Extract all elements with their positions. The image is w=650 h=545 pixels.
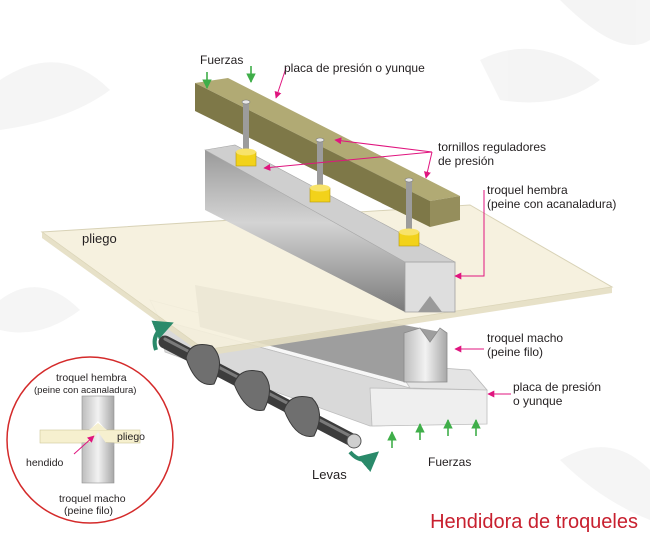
label-placa-top: placa de presión o yunque [284,61,425,75]
screw-1 [235,99,257,167]
screw-3 [398,177,420,247]
label-fuerzas-top: Fuerzas [200,53,243,67]
label-placa-bottom-2: o yunque [513,394,563,408]
upper-pressure-plate [195,78,460,227]
bottom-force-arrows [387,419,481,448]
diagram-title: Hendidora de troqueles [430,511,638,533]
label-hembra-2: (peine con acanaladura) [487,197,616,211]
top-force-arrows [202,66,256,89]
rotation-arrow-right-icon [348,450,380,473]
pressure-screws [235,99,420,247]
inset-label-hendido: hendido [26,457,64,469]
label-placa-bottom-1: placa de presión [513,380,601,394]
female-die [204,144,456,313]
screw-2 [309,137,331,203]
inset-label-macho-2: (peine filo) [64,505,113,517]
leader-lines [263,67,511,398]
label-fuerzas-bottom: Fuerzas [428,455,471,469]
label-macho-1: troquel macho [487,331,563,345]
cams [185,344,320,437]
inset-label-macho-1: troquel macho [59,493,126,505]
sheet-edge [42,232,612,356]
label-tornillos-2: de presión [438,154,494,168]
inset-label-pliego: pliego [117,431,145,443]
background-decoration [0,0,650,520]
inset-detail: troquel hembra (peine con acanaladura) p… [6,356,174,524]
inset-label-hembra-1: troquel hembra [56,372,127,384]
rotation-arrow-left-icon [151,320,174,351]
inset-label-hembra-2: (peine con acanaladura) [34,385,136,396]
label-tornillos-1: tornillos reguladores [438,140,546,154]
label-macho-2: (peine filo) [487,345,543,359]
label-hembra-1: troquel hembra [487,183,568,197]
label-levas: Levas [312,467,347,482]
label-pliego: pliego [82,231,117,246]
